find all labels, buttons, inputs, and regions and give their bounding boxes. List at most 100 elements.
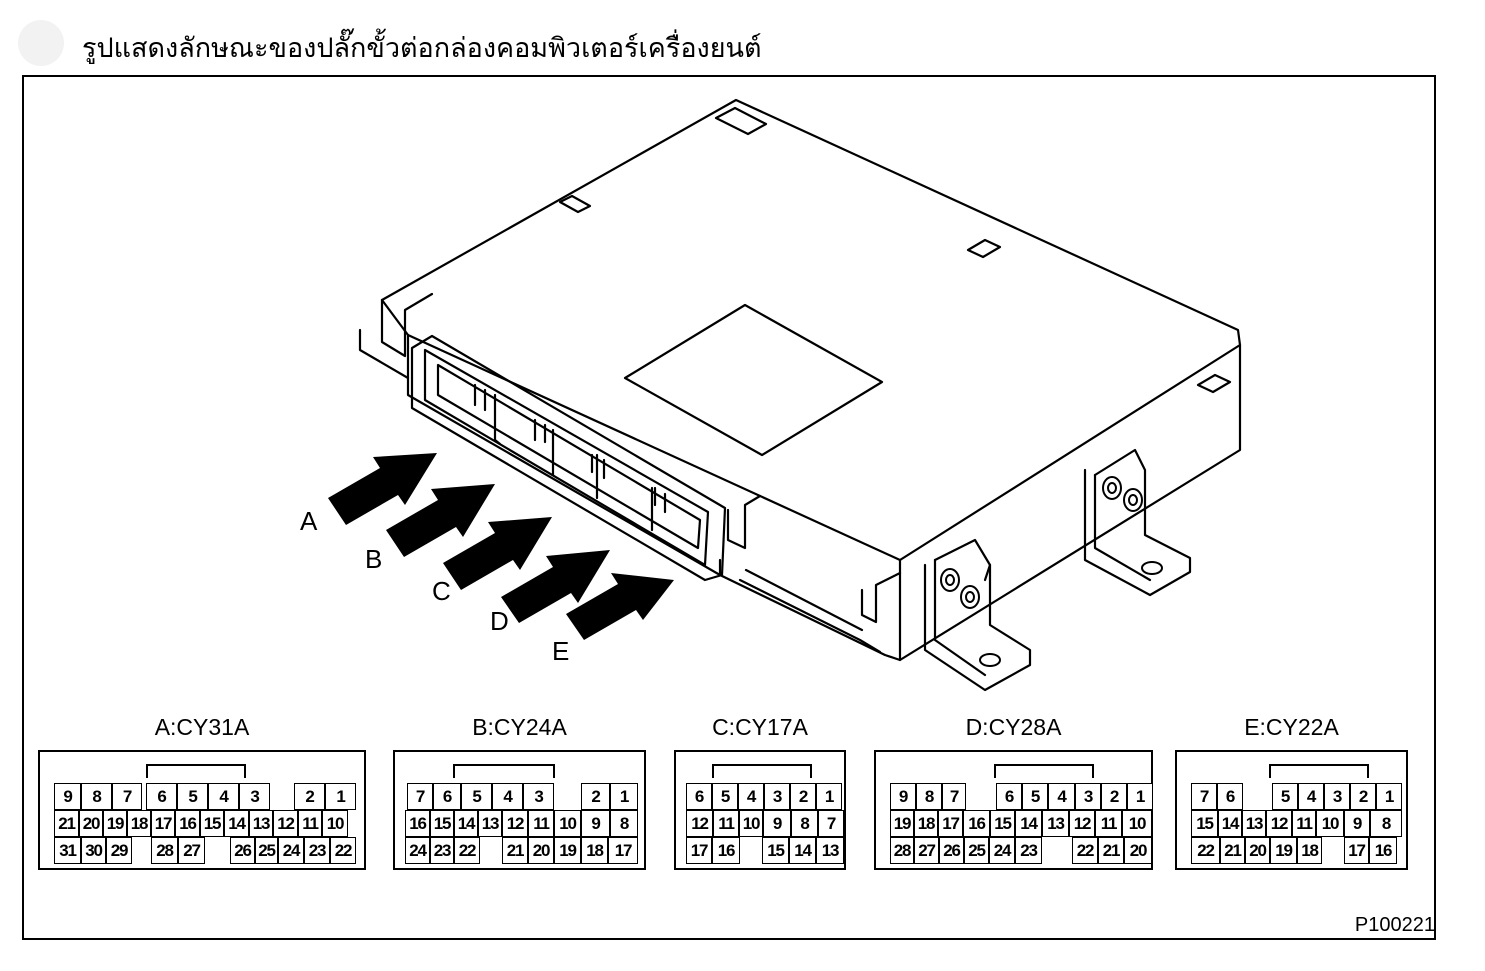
connector-pin: 3 [1324,783,1350,810]
connector-pin: 24 [278,837,304,864]
connector-pin: 7 [1191,783,1217,810]
connector-pin: 7 [942,783,966,810]
arrow-a [328,453,437,525]
connector-pin: 9 [581,810,610,837]
side-clip [380,292,434,358]
connector-pin: 15 [200,810,224,837]
connector-pin: 22 [1072,837,1098,864]
connector-pin: 8 [916,783,942,810]
bracket-hole [979,653,1001,667]
connector-pin: 5 [1272,783,1298,810]
connector-pin: 1 [325,783,356,810]
mounting-bracket [1083,448,1192,597]
connector-pin: 9 [54,783,81,810]
connector-pin: 4 [1298,783,1324,810]
connector-pin: 7 [818,810,844,837]
connector-pin: 6 [686,783,712,810]
ecu-top-face [380,98,1242,562]
connector-pin: 2 [294,783,325,810]
connector-pin: 21 [1220,837,1245,864]
arrow-c [443,517,552,590]
ecu-front-face [406,333,722,577]
connector-pin: 27 [178,837,205,864]
connector-pin: 23 [1015,837,1042,864]
connector-pin: 20 [528,837,554,864]
connector-pin: 20 [79,810,103,837]
bolt [1123,488,1143,512]
connector-pin: 17 [1344,837,1369,864]
arrow-label-d: D [490,606,509,636]
connector-pin: 22 [330,837,356,864]
connector-pin: 16 [175,810,200,837]
connector-pin: 3 [1075,783,1101,810]
connector-pin: 9 [763,810,791,837]
connector-pin: 22 [1191,837,1220,864]
connector-pin: 15 [430,810,454,837]
connector-pin: 21 [1098,837,1124,864]
connector-housing [410,334,727,582]
top-slot [714,106,768,136]
connector-latch [1269,764,1369,778]
connector-pin: 17 [151,810,175,837]
connector-pin: 18 [581,837,608,864]
connector-pin: 10 [1122,810,1152,837]
title-bullet-circle [18,20,64,66]
connector-pin: 18 [1297,837,1322,864]
connector-title: A:CY31A [154,714,250,740]
connector-pin: 8 [81,783,112,810]
connector-pin: 28 [890,837,914,864]
connector-pin: 11 [1095,810,1122,837]
arrow-label-b: B [365,544,382,574]
connector-pin: 28 [151,837,178,864]
connector-pin: 11 [1292,810,1316,837]
connector-pin: 6 [996,783,1022,810]
connector-pin: 1 [610,783,638,810]
connector-pin: 26 [230,837,255,864]
connector-pin: 19 [103,810,127,837]
connector-pin: 2 [790,783,816,810]
connector-pin: 5 [1022,783,1048,810]
connector-pin: 12 [502,810,528,837]
connector-pin: 7 [407,783,433,810]
arrow-label-a: A [300,506,318,536]
arrow-b [386,484,495,557]
side-clip [726,494,762,550]
connector-pin: 14 [224,810,249,837]
connector-pin: 25 [964,837,989,864]
connector-pin: 12 [1069,810,1095,837]
connector-pin: 5 [461,783,492,810]
connector-pin: 8 [610,810,638,837]
connector-pin: 11 [713,810,739,837]
connector-pin: 18 [914,810,938,837]
connector-pin: 12 [273,810,298,837]
connector-pin: 9 [1344,810,1370,837]
connector-pin: 10 [739,810,763,837]
connector-pin: 4 [1048,783,1075,810]
connector-pin: 14 [789,837,816,864]
connector-latch [453,764,555,778]
connector-pin: 5 [712,783,738,810]
connector-latch [712,764,812,778]
connector-pin: 2 [1101,783,1127,810]
connector-pin: 3 [764,783,790,810]
connector-title: E:CY22A [1244,714,1339,740]
connector-pin: 3 [239,783,270,810]
connector-pin: 3 [523,783,554,810]
connector-pin: 22 [454,837,480,864]
diagram-frame [22,75,1436,940]
connector-pin: 12 [1266,810,1292,837]
ecu-right-face [718,343,1242,662]
connector-pin: 18 [127,810,151,837]
connector-pin: 9 [890,783,916,810]
connector-pin: 1 [816,783,842,810]
connector-pin: 23 [430,837,454,864]
connector-pin: 24 [405,837,430,864]
connector-pin: 20 [1124,837,1152,864]
connector-pin: 23 [304,837,330,864]
connector-pin: 6 [433,783,461,810]
connector-pin: 6 [146,783,177,810]
